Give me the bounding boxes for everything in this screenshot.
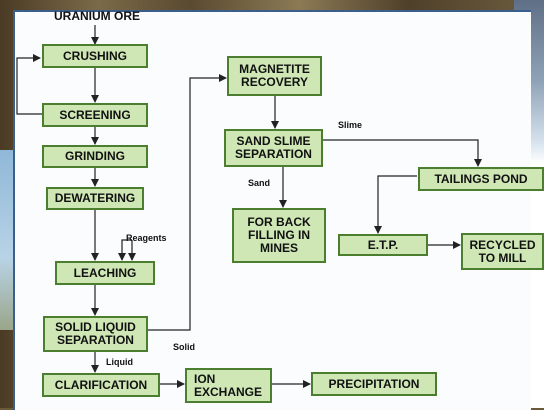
box-back-filling-label-1: FOR BACK	[247, 215, 311, 229]
box-magnetite-recovery: MAGNETITE RECOVERY	[227, 56, 322, 96]
box-leaching: LEACHING	[55, 261, 155, 285]
box-clarification: CLARIFICATION	[42, 373, 160, 397]
box-recycled-to-mill: RECYCLED TO MILL	[461, 233, 544, 270]
box-precipitation-label: PRECIPITATION	[328, 376, 420, 391]
label-liquid: Liquid	[106, 357, 133, 367]
box-back-filling-label-3: MINES	[259, 241, 298, 255]
box-precipitation: PRECIPITATION	[311, 372, 437, 396]
box-sand-slime-label-2: SEPARATION	[235, 147, 312, 161]
box-ion-exchange-label-1: ION	[194, 371, 216, 386]
box-dewatering: DEWATERING	[46, 187, 144, 210]
box-sand-slime-separation: SAND SLIME SEPARATION	[224, 129, 323, 167]
box-etp: E.T.P.	[338, 234, 428, 256]
box-clarification-label: CLARIFICATION	[54, 377, 148, 392]
box-ion-exchange-label-2: EXCHANGE	[194, 384, 263, 399]
box-grinding-label: GRINDING	[65, 149, 125, 163]
box-screening: SCREENING	[42, 103, 148, 127]
label-slime: Slime	[338, 120, 363, 130]
box-solid-liquid-label-1: SOLID LIQUID	[55, 320, 136, 334]
box-sand-slime-label-1: SAND SLIME	[236, 134, 311, 148]
box-solid-liquid-separation: SOLID LIQUID SEPARATION	[43, 316, 148, 352]
label-sand: Sand	[248, 178, 271, 188]
box-etp-label: E.T.P.	[367, 237, 399, 252]
label-reagents: Reagents	[126, 233, 167, 243]
box-leaching-label: LEACHING	[73, 265, 137, 280]
box-tailings-pond: TAILINGS POND	[418, 167, 544, 191]
box-magnetite-label-2: RECOVERY	[241, 75, 308, 89]
diagram-title: URANIUM ORE	[54, 9, 140, 23]
box-dewatering-label: DEWATERING	[54, 191, 136, 205]
label-solid: Solid	[173, 342, 195, 352]
box-tailings-pond-label: TAILINGS POND	[434, 171, 528, 186]
box-crushing: CRUSHING	[42, 44, 148, 68]
box-ion-exchange: ION EXCHANGE	[185, 368, 272, 403]
box-magnetite-label-1: MAGNETITE	[239, 62, 310, 76]
box-screening-label: SCREENING	[59, 107, 131, 122]
box-back-filling-label-2: FILLING IN	[248, 228, 310, 242]
box-solid-liquid-label-2: SEPARATION	[57, 333, 134, 347]
box-back-filling: FOR BACK FILLING IN MINES	[232, 208, 326, 263]
box-recycled-label-2: TO MILL	[478, 250, 527, 265]
box-grinding: GRINDING	[42, 145, 148, 168]
box-crushing-label: CRUSHING	[62, 48, 127, 63]
box-recycled-label-1: RECYCLED	[469, 237, 536, 252]
